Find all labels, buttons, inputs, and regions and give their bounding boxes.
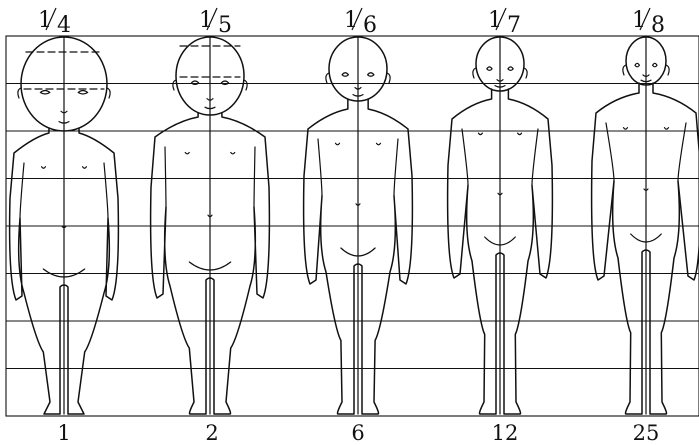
age-label-5: 25 [633,421,660,445]
fraction-denominator: 8 [651,13,665,38]
age-label-4: 12 [492,421,519,445]
fraction-denominator: 7 [507,13,521,38]
age-label-2: 2 [205,421,218,445]
age-label-1: 1 [57,421,70,445]
fraction-denominator: 6 [363,13,377,38]
fraction-denominator: 4 [57,13,71,38]
age-label-3: 6 [351,421,364,445]
fraction-denominator: 5 [218,13,232,38]
